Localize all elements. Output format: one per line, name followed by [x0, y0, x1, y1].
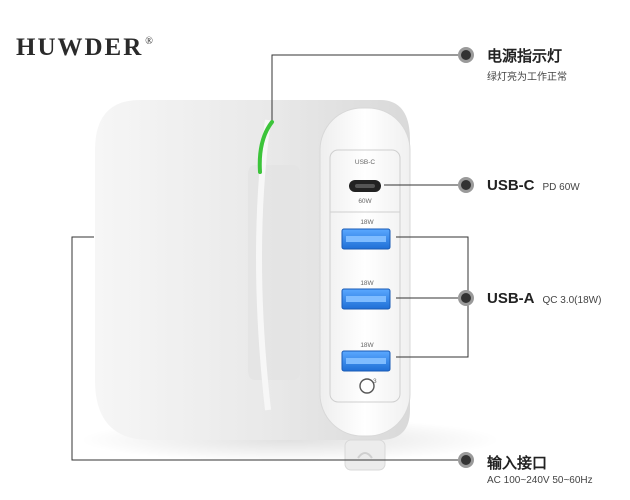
svg-text:18W: 18W: [360, 219, 374, 226]
side-recess: [248, 165, 300, 380]
brand-logo: HUWDER®: [16, 34, 155, 62]
usba-title: USB-A: [487, 290, 535, 307]
brand-name: HUWDER: [16, 34, 144, 61]
input-callout-dot: [458, 452, 474, 468]
usba-port-1: 18W: [341, 219, 391, 250]
usbc-label: USB-C PD 60W: [487, 177, 580, 194]
front-panel: [319, 107, 411, 437]
power-indicator-light: [257, 120, 274, 174]
svg-text:18W: 18W: [360, 342, 374, 349]
svg-text:18W: 18W: [360, 280, 374, 287]
usba-port-3: 18W: [341, 342, 391, 372]
usbc-rating-text: 60W: [358, 198, 372, 205]
usba-label: USB-A QC 3.0(18W): [487, 290, 601, 307]
registered-mark: ®: [145, 36, 155, 47]
usba-port-2: 18W: [341, 280, 391, 310]
ac-input-plug: [344, 439, 386, 471]
usbc-header-text: USB-C: [355, 159, 376, 166]
port-frame: [329, 149, 401, 403]
usba-callout-dot: [458, 290, 474, 306]
qc-badge-icon: [359, 378, 375, 394]
input-spec: AC 100~240V 50~60Hz: [487, 475, 593, 486]
indicator-subtitle: 绿灯亮为工作正常: [487, 72, 567, 83]
indicator-title: 电源指示灯: [487, 48, 563, 65]
usbc-title: USB-C: [487, 177, 535, 194]
usbc-spec: PD 60W: [542, 182, 580, 193]
usbc-callout-dot: [458, 177, 474, 193]
input-title: 输入接口: [487, 455, 548, 472]
svg-text:3: 3: [373, 378, 377, 385]
usba-spec: QC 3.0(18W): [542, 295, 602, 306]
indicator-callout-dot: [458, 47, 474, 63]
